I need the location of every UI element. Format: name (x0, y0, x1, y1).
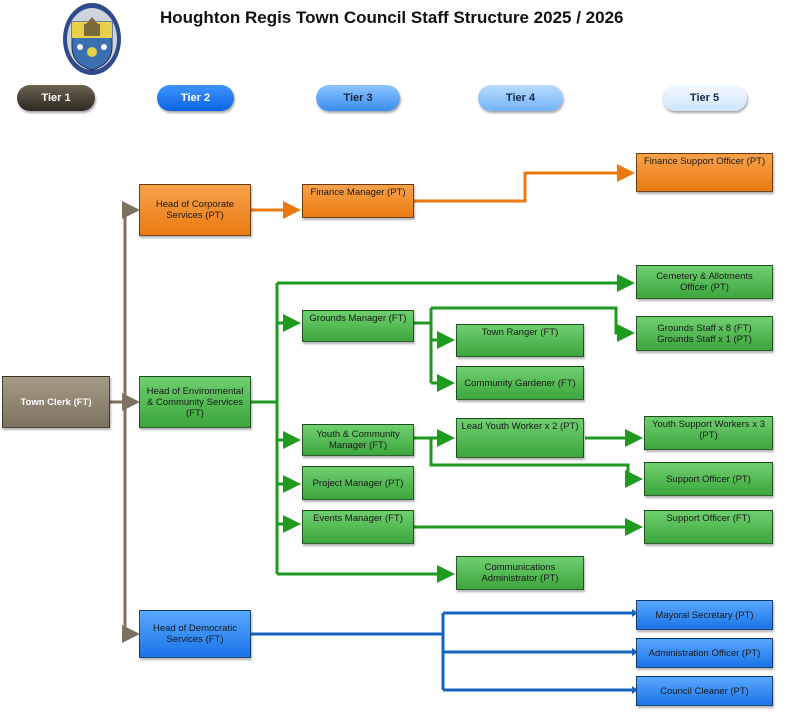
link-grounds-staff (431, 306, 635, 342)
link-youth-support-officer (429, 438, 643, 488)
role-support-officer-ft: Support Officer (FT) (644, 510, 773, 544)
role-administration-officer: Administration Officer (PT) (636, 638, 773, 668)
role-youth-support-workers: Youth Support Workers x 3 (PT) (644, 416, 773, 450)
role-grounds-staff: Grounds Staff x 8 (FT) Grounds Staff x 1… (636, 316, 773, 351)
role-finance-support-officer: Finance Support Officer (PT) (636, 153, 773, 192)
role-town-clerk: Town Clerk (FT) (2, 376, 110, 428)
role-youth-community-manager: Youth & Community Manager (FT) (302, 424, 414, 456)
role-support-officer-pt: Support Officer (PT) (644, 462, 773, 496)
role-finance-manager: Finance Manager (PT) (302, 184, 414, 218)
link-democratic-spine (251, 613, 445, 690)
tier-3-pill: Tier 3 (316, 85, 400, 111)
role-head-corporate-services: Head of Corporate Services (PT) (139, 184, 251, 236)
role-council-cleaner: Council Cleaner (PT) (636, 676, 773, 706)
page-title: Houghton Regis Town Council Staff Struct… (160, 8, 624, 27)
role-project-manager: Project Manager (PT) (302, 466, 414, 500)
role-town-ranger: Town Ranger (FT) (456, 324, 584, 357)
link-env-spine (251, 283, 279, 574)
tier-5-pill: Tier 5 (662, 85, 747, 111)
role-community-gardener: Community Gardener (FT) (456, 366, 584, 400)
link-grounds-spine (414, 308, 433, 383)
role-mayoral-secretary: Mayoral Secretary (PT) (636, 600, 773, 630)
link-clerk-spine (110, 210, 127, 634)
role-head-environmental-community: Head of Environmental & Community Servic… (139, 376, 251, 428)
role-events-manager: Events Manager (FT) (302, 510, 414, 544)
role-grounds-manager: Grounds Manager (FT) (302, 310, 414, 342)
role-lead-youth-worker: Lead Youth Worker x 2 (PT) (456, 418, 584, 458)
role-head-democratic-services: Head of Democratic Services (FT) (139, 610, 251, 658)
link-finance-support (414, 164, 635, 203)
tier-1-pill: Tier 1 (17, 85, 95, 111)
tier-2-pill: Tier 2 (157, 85, 234, 111)
role-cemetery-allotments-officer: Cemetery & Allotments Officer (PT) (636, 265, 773, 299)
tier-4-pill: Tier 4 (478, 85, 563, 111)
role-communications-administrator: Communications Administrator (PT) (456, 556, 584, 590)
council-crest-logo (63, 3, 121, 75)
